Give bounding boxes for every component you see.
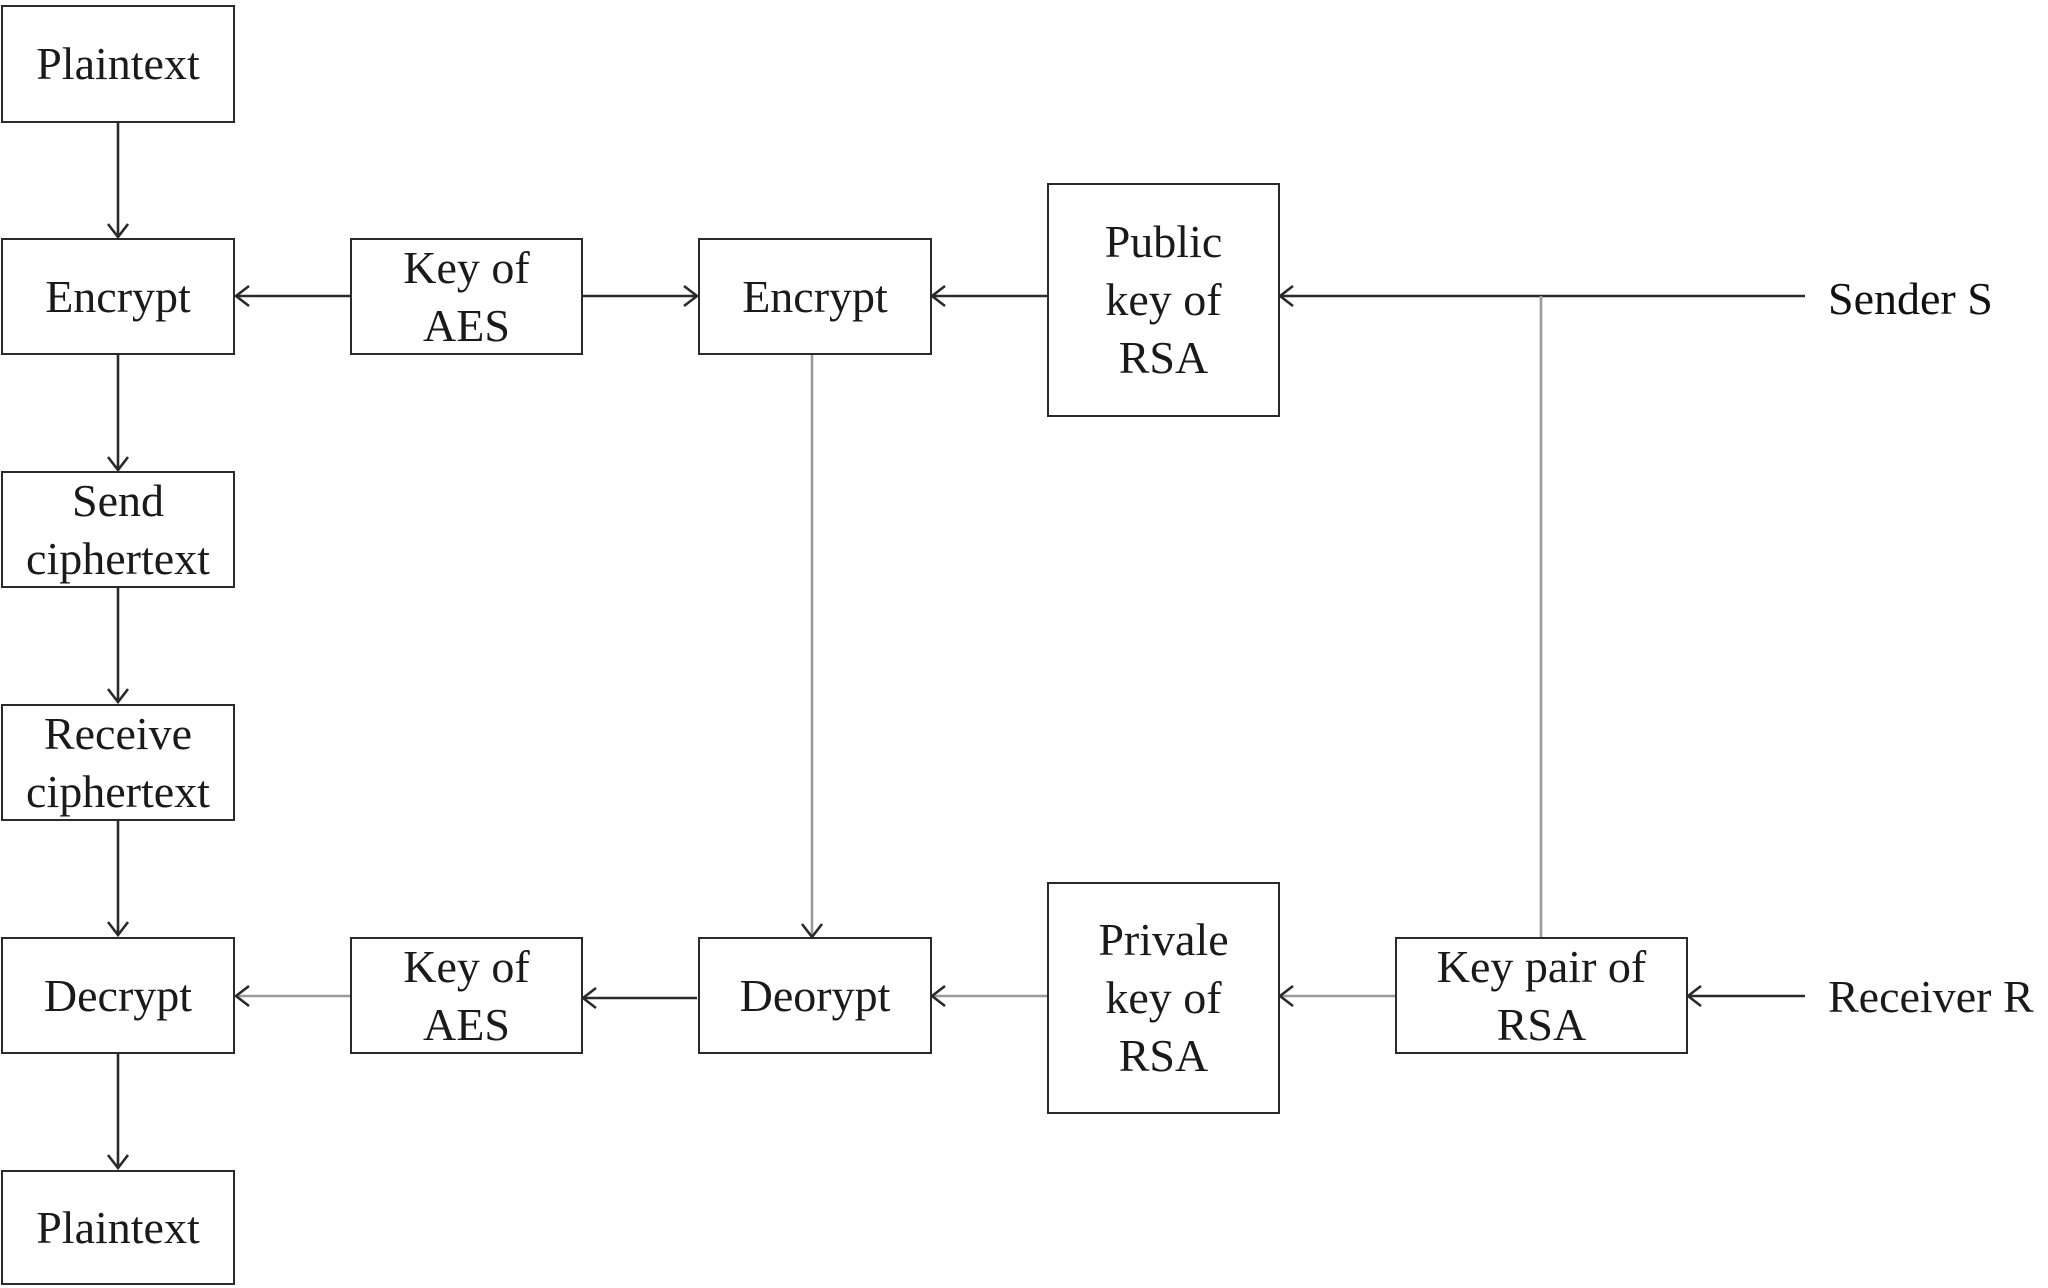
arrow-receiver-to-key-pair bbox=[1685, 984, 1805, 1008]
plaintext-top-box: Plaintext bbox=[1, 5, 235, 123]
arrow-sender-to-public-key bbox=[1277, 284, 1805, 308]
decrypt-mid-box: Deorypt bbox=[698, 937, 932, 1054]
receiver-label: Receiver R bbox=[1828, 971, 2034, 1022]
plaintext-bottom-box: Plaintext bbox=[1, 1170, 235, 1285]
arrow-decrypt-to-plaintext bbox=[106, 1054, 130, 1171]
aes-key-bottom-box: Key of AES bbox=[350, 937, 583, 1054]
arrow-key-pair-to-private-key bbox=[1277, 984, 1395, 1008]
arrow-plaintext-to-encrypt bbox=[106, 123, 130, 240]
decrypt-left-box: Decrypt bbox=[1, 937, 235, 1054]
public-key-rsa-box: Public key of RSA bbox=[1047, 183, 1280, 417]
arrow-receive-to-decrypt bbox=[106, 821, 130, 938]
key-pair-rsa-box: Key pair of RSA bbox=[1395, 937, 1688, 1054]
arrow-public-key-to-encrypt-mid bbox=[929, 284, 1047, 308]
arrow-aes-key-to-encrypt-mid bbox=[583, 284, 700, 308]
aes-key-top-box: Key of AES bbox=[350, 238, 583, 355]
private-key-rsa-box: Privale key of RSA bbox=[1047, 882, 1280, 1114]
arrow-encrypt-to-send bbox=[106, 355, 130, 473]
arrow-send-to-receive bbox=[106, 588, 130, 705]
arrow-aes-key-to-decrypt-left bbox=[233, 984, 350, 1008]
arrow-decrypt-mid-to-aes-key bbox=[580, 986, 697, 1010]
encrypt-left-box: Encrypt bbox=[1, 238, 235, 355]
send-ciphertext-box: Send ciphertext bbox=[1, 471, 235, 588]
arrow-private-key-to-decrypt-mid bbox=[929, 984, 1047, 1008]
receive-ciphertext-box: Receive ciphertext bbox=[1, 704, 235, 821]
sender-label: Sender S bbox=[1828, 273, 1993, 324]
arrow-aes-key-to-encrypt-left bbox=[233, 284, 350, 308]
encrypt-mid-box: Encrypt bbox=[698, 238, 932, 355]
arrow-encrypt-mid-to-decrypt-mid bbox=[800, 355, 824, 940]
